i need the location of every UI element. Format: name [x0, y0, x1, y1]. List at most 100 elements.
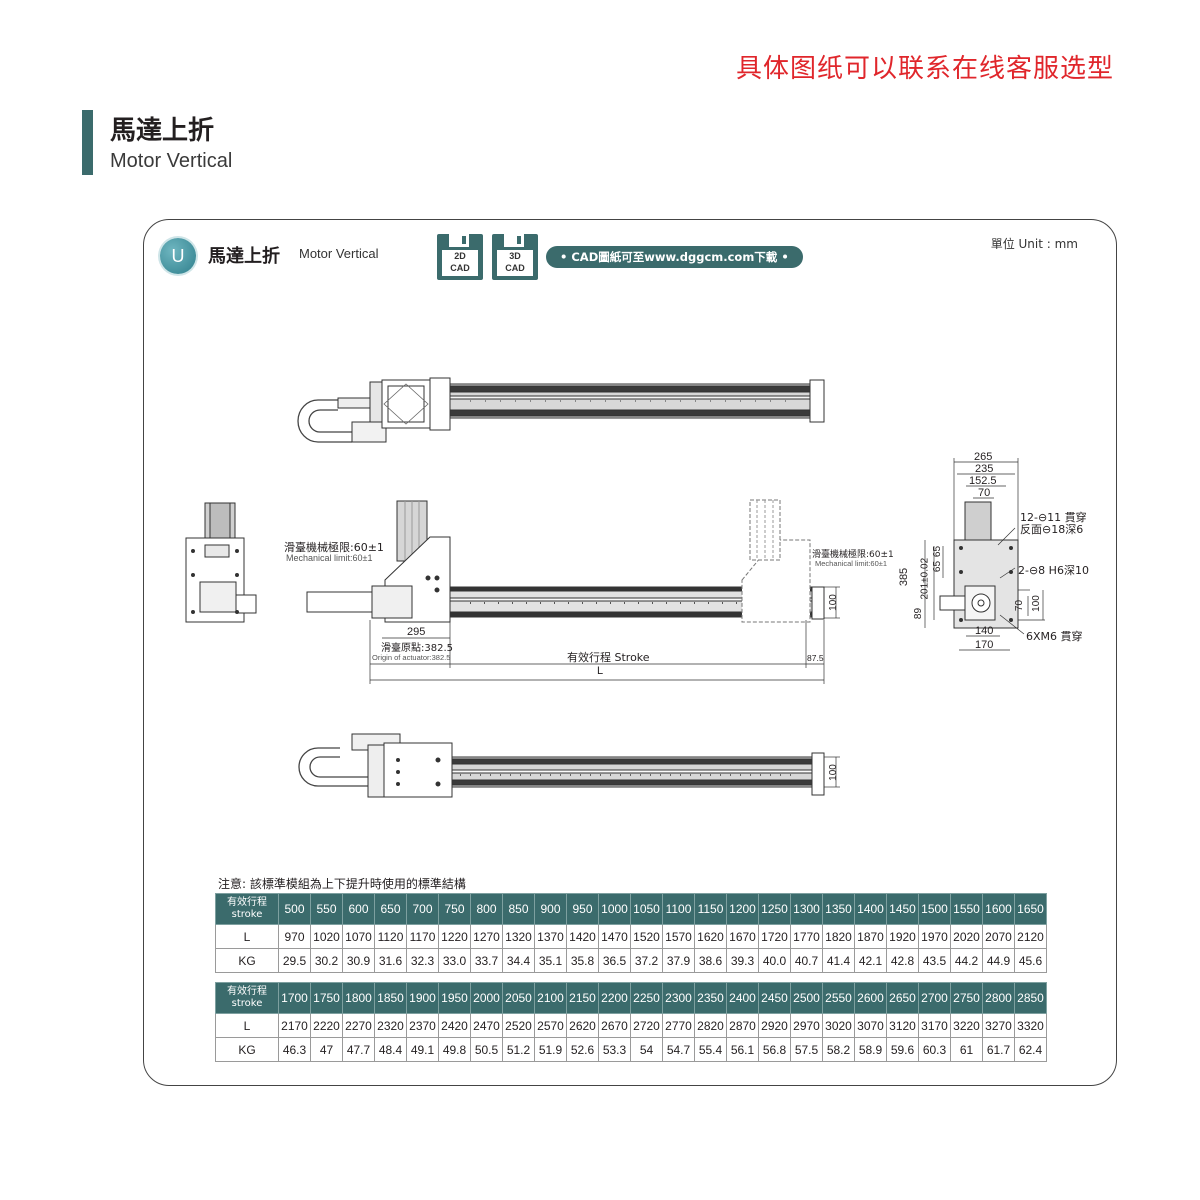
cell-l: 970 — [278, 924, 311, 949]
cell-strokes: 2800 — [982, 982, 1015, 1014]
cell-l: 1920 — [886, 924, 919, 949]
cell-l: 1870 — [854, 924, 887, 949]
section-subtitle: Motor Vertical — [110, 150, 233, 172]
cell-strokes: 2750 — [950, 982, 983, 1014]
cell-l: 1270 — [470, 924, 503, 949]
dim-L: L — [597, 665, 604, 677]
cell-l: 2920 — [758, 1013, 791, 1038]
stroke-header-en: stroke — [231, 998, 263, 1009]
cell-l: 1120 — [374, 924, 407, 949]
cell-l: 1570 — [662, 924, 695, 949]
hole-spec-2: 2-⊖8 H6深10 — [1018, 564, 1089, 577]
cell-strokes: 2300 — [662, 982, 695, 1014]
cell-strokes: 2050 — [502, 982, 535, 1014]
cell-kg: 55.4 — [694, 1037, 727, 1062]
cell-kg: 62.4 — [1014, 1037, 1047, 1062]
cell-kg: 42.8 — [886, 948, 919, 973]
cell-kg: 34.4 — [502, 948, 535, 973]
cell-kg: 50.5 — [470, 1037, 503, 1062]
cell-strokes: 950 — [566, 893, 599, 925]
cell-kg: 39.3 — [726, 948, 759, 973]
cell-strokes: 2400 — [726, 982, 759, 1014]
cell-kg: 61.7 — [982, 1037, 1015, 1062]
cell-strokes: 1600 — [982, 893, 1015, 925]
cell-kg: 54.7 — [662, 1037, 695, 1062]
cell-strokes: 2000 — [470, 982, 503, 1014]
cell-strokes: 1850 — [374, 982, 407, 1014]
cell-l: 2820 — [694, 1013, 727, 1038]
cell-l: 1970 — [918, 924, 951, 949]
cell-l: 2170 — [278, 1013, 311, 1038]
mech-limit-right-cn: 滑臺機械極限:60±1 — [812, 550, 894, 560]
cell-strokes: 600 — [342, 893, 375, 925]
cell-kg: 30.2 — [310, 948, 343, 973]
cell-l: 2420 — [438, 1013, 471, 1038]
dim-265: 265 — [974, 451, 993, 463]
cell-l: 3020 — [822, 1013, 855, 1038]
front-dimensions — [369, 586, 840, 684]
cell-kg: 47 — [310, 1037, 343, 1062]
model-badge: U — [160, 238, 196, 274]
dim-100-end: 100 — [1030, 595, 1042, 612]
dim-152-5: 152.5 — [969, 475, 997, 487]
cell-strokes: 1400 — [854, 893, 887, 925]
cell-kg: 29.5 — [278, 948, 311, 973]
unit-label: 單位 Unit : mm — [990, 237, 1078, 251]
cell-strokes: 1800 — [342, 982, 375, 1014]
cell-kg: 40.0 — [758, 948, 791, 973]
cell-kg: 37.2 — [630, 948, 663, 973]
cell-strokes: 700 — [406, 893, 439, 925]
cell-strokes: 2350 — [694, 982, 727, 1014]
dim-65-a: 65 — [932, 545, 944, 558]
front-view — [306, 499, 825, 623]
cell-kg: 38.6 — [694, 948, 727, 973]
contact-notice: 具体图纸可以联系在线客服选型 — [735, 54, 1114, 84]
cell-kg: 48.4 — [374, 1037, 407, 1062]
cell-kg: 36.5 — [598, 948, 631, 973]
mech-limit-right-en: Mechanical limit:60±1 — [815, 559, 888, 568]
hole-spec-1a: 12-⊖11 貫穿 — [1020, 511, 1087, 524]
hole-spec-1b: 反面⊖18深6 — [1020, 523, 1084, 536]
cell-kg: 45.6 — [1014, 948, 1047, 973]
dim-89: 89 — [913, 607, 925, 620]
cad-download-link[interactable]: • CAD圖紙可至www.dggcm.com下載 • — [546, 246, 803, 268]
cell-l: 2320 — [374, 1013, 407, 1038]
cell-strokes: 500 — [278, 893, 311, 925]
cell-l: 3220 — [950, 1013, 983, 1038]
L-label: L — [215, 924, 279, 949]
cell-l: 1070 — [342, 924, 375, 949]
cell-strokes: 2200 — [598, 982, 631, 1014]
cell-strokes: 1450 — [886, 893, 919, 925]
origin-cn: 滑臺原點:382.5 — [381, 643, 453, 654]
cell-l: 2670 — [598, 1013, 631, 1038]
cad-3d-top: 3D — [509, 251, 521, 261]
right-end-view — [939, 501, 1019, 629]
cell-strokes: 2100 — [534, 982, 567, 1014]
cell-l: 3120 — [886, 1013, 919, 1038]
cell-kg: 61 — [950, 1037, 983, 1062]
cell-l: 1720 — [758, 924, 791, 949]
cell-strokes: 2850 — [1014, 982, 1047, 1014]
cell-l: 1770 — [790, 924, 823, 949]
cell-kg: 33.0 — [438, 948, 471, 973]
cell-strokes: 2650 — [886, 982, 919, 1014]
cell-kg: 35.1 — [534, 948, 567, 973]
cell-l: 3270 — [982, 1013, 1015, 1038]
cell-strokes: 1000 — [598, 893, 631, 925]
cell-strokes: 1700 — [278, 982, 311, 1014]
dim-170: 170 — [975, 639, 994, 651]
cell-strokes: 800 — [470, 893, 503, 925]
L-label: L — [215, 1013, 279, 1038]
cell-l: 2370 — [406, 1013, 439, 1038]
cell-kg: 40.7 — [790, 948, 823, 973]
cell-l: 1170 — [406, 924, 439, 949]
cell-kg: 44.2 — [950, 948, 983, 973]
cell-strokes: 1350 — [822, 893, 855, 925]
cell-strokes: 1500 — [918, 893, 951, 925]
